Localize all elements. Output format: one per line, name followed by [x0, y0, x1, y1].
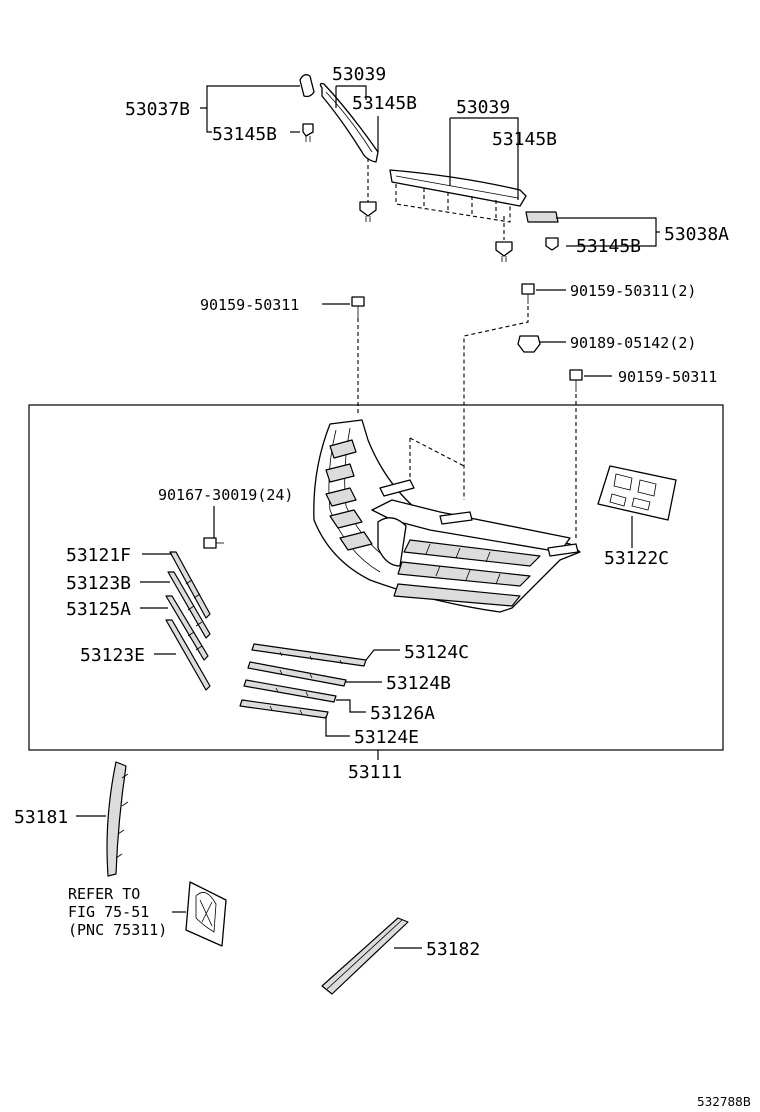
molding-53181-part — [106, 761, 127, 877]
molding-53123B — [167, 571, 211, 639]
molding-53126A — [243, 679, 337, 703]
molding-53124B — [247, 661, 347, 687]
emblem-reference-group: REFER TO FIG 75-51 (PNC 75311) — [68, 881, 227, 947]
clip-90189 — [517, 335, 541, 353]
bolt-90159-right-2 — [521, 283, 535, 295]
molding-53039-left-part — [319, 82, 379, 163]
label-90189: 90189-05142(2) — [570, 334, 696, 352]
label-53039-left: 53039 — [332, 64, 386, 85]
label-53121F: 53121F — [66, 545, 131, 566]
left-upper-molding-group: 53037B 53145B 53039 53145B — [125, 64, 417, 222]
molding-53121F — [169, 551, 211, 619]
label-53145B-right-clip: 53145B — [576, 236, 641, 257]
label-refer-line2: FIG 75-51 — [68, 903, 149, 921]
clip-right-bottom — [495, 241, 513, 257]
clip-left-upper — [302, 123, 314, 137]
label-53181: 53181 — [14, 807, 68, 828]
label-53038A: 53038A — [664, 224, 729, 245]
label-53126A: 53126A — [370, 703, 435, 724]
part-53182-group: 53182 — [321, 917, 480, 995]
part-53181-group: 53181 — [14, 761, 129, 877]
right-upper-molding-group: 53039 53145B 53145B 53038A — [389, 97, 729, 262]
clip-53038A — [545, 237, 559, 251]
left-moldings-group: 53121F 53123B 53125A 53123E — [66, 545, 211, 691]
fasteners-group: 90159-50311 90159-50311(2) 90189-05142(2… — [200, 282, 717, 540]
label-53124B: 53124B — [386, 673, 451, 694]
clip-left-bottom — [359, 201, 377, 217]
label-90159-right-2: 90159-50311(2) — [570, 282, 696, 300]
diagram-id: 532788B — [697, 1095, 751, 1109]
label-53145B-left-clip: 53145B — [212, 124, 277, 145]
grille-assembly-box — [28, 404, 724, 751]
label-53124E: 53124E — [354, 727, 419, 748]
label-53122C: 53122C — [604, 548, 669, 569]
label-53125A: 53125A — [66, 599, 131, 620]
molding-53039-right-part — [389, 169, 527, 207]
grille-body-part — [313, 419, 581, 613]
label-53123E: 53123E — [80, 645, 145, 666]
cap-53037B-part — [299, 74, 315, 98]
screw-90167-group: 90167-30019(24) — [158, 486, 293, 549]
label-90159-right: 90159-50311 — [618, 368, 717, 386]
label-53111: 53111 — [348, 762, 402, 783]
bolt-90159-left — [351, 296, 365, 307]
molding-53123E — [165, 619, 211, 691]
label-53145B-right-top: 53145B — [492, 129, 557, 150]
label-53145B-left-top: 53145B — [352, 93, 417, 114]
molding-53125A — [165, 595, 209, 661]
label-refer-line3: (PNC 75311) — [68, 921, 167, 939]
molding-53124C — [251, 643, 367, 667]
label-53039-right: 53039 — [456, 97, 510, 118]
label-53123B: 53123B — [66, 573, 131, 594]
label-53037B: 53037B — [125, 99, 190, 120]
label-53124C: 53124C — [404, 642, 469, 663]
screw-90167 — [203, 537, 217, 549]
end-piece-53038A-part — [525, 211, 559, 223]
bracket-53122C-group: 53122C — [597, 465, 677, 569]
label-90159-left: 90159-50311 — [200, 296, 299, 314]
label-90167: 90167-30019(24) — [158, 486, 293, 504]
bolt-90159-right — [569, 369, 583, 381]
label-refer-line1: REFER TO — [68, 885, 140, 903]
label-53182: 53182 — [426, 939, 480, 960]
bracket-53122C-part — [597, 465, 677, 521]
lower-moldings-group: 53124C 53124B 53126A 53124E — [239, 642, 469, 748]
molding-53124E — [239, 699, 329, 719]
molding-53182-part — [321, 917, 409, 995]
